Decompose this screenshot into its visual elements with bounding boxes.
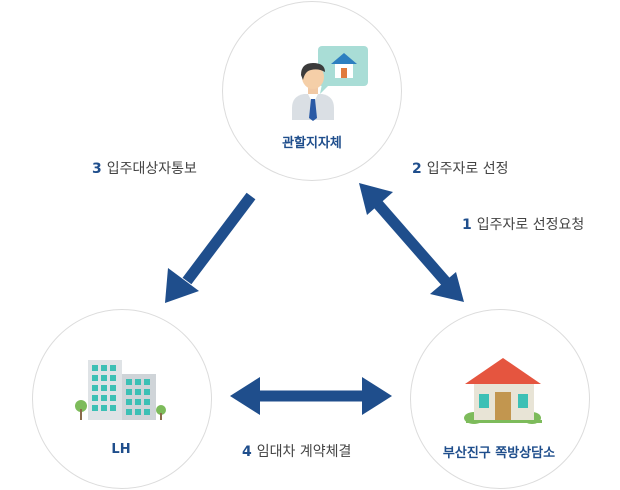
- arrow-12-head-bottom: [430, 272, 464, 302]
- edge-number: 4: [242, 444, 252, 460]
- edge-text: 입주자로 선정요청: [476, 217, 585, 233]
- arrows: [165, 183, 464, 415]
- house-icon: [464, 358, 542, 424]
- edge-number: 2: [412, 161, 422, 177]
- edge-text: 입주자로 선정: [426, 161, 509, 177]
- node-counseling-label: 부산진구 쪽방상담소: [442, 446, 556, 461]
- office-building-icon: [75, 360, 166, 420]
- arrow-12-head-top: [359, 183, 393, 215]
- edge-number: 1: [462, 217, 472, 233]
- official-with-house-speech-bubble-icon: [292, 46, 368, 121]
- edge-number: 3: [92, 161, 102, 177]
- edge-text: 임대차 계약체결: [256, 444, 352, 460]
- arrow-4-head-left: [230, 377, 260, 415]
- node-lh-label: LH: [111, 442, 131, 457]
- arrow-3-head: [165, 268, 199, 303]
- arrow-4-head-right: [362, 377, 392, 415]
- arrow-12-shaft: [372, 199, 451, 286]
- arrow-3-shaft: [182, 192, 256, 285]
- node-government-label: 관할지자체: [282, 136, 342, 151]
- edge-text: 입주대상자통보: [106, 161, 197, 177]
